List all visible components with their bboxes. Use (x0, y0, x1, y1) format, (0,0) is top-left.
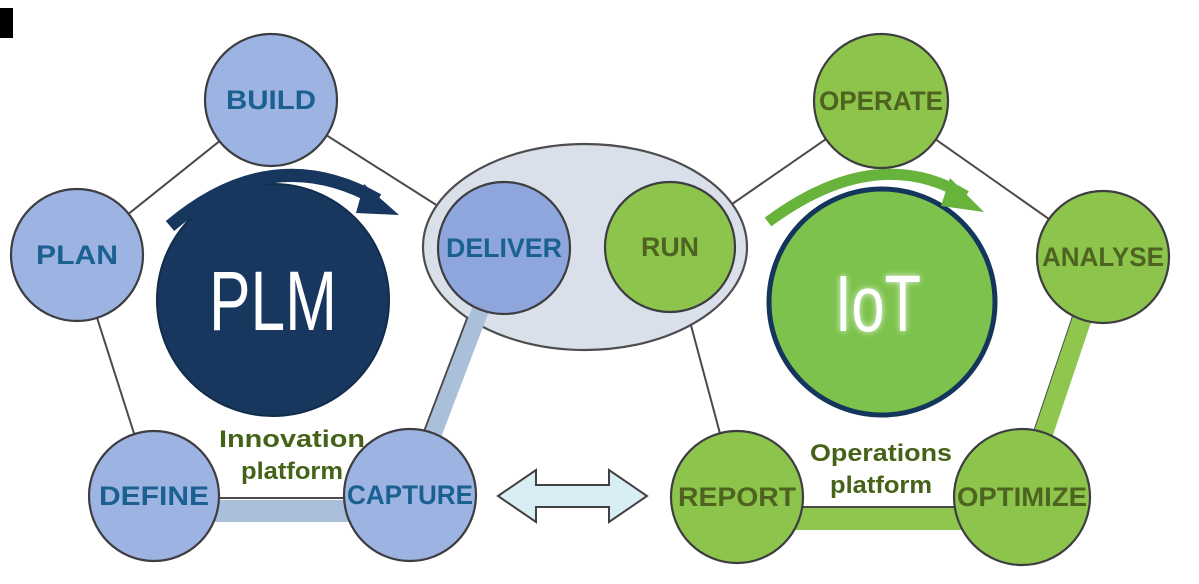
plm-cycle-arrowhead-icon (356, 184, 399, 215)
iot-cycle-arrowhead-icon (941, 178, 984, 212)
platform-captions: Innovation platform Operations platform (219, 426, 952, 499)
plm-pentagon: BUILD PLAN DEFINE CAPTURE DELIVER (9, 32, 572, 563)
node-plan-circle (9, 187, 145, 323)
node-plan-label: PLAN (36, 240, 118, 270)
plm-cycle-arrow (165, 168, 382, 231)
operations-platform-line2: platform (830, 472, 932, 499)
node-operate-label: OPERATE (819, 86, 943, 116)
node-deliver-circle (436, 180, 572, 316)
iot-pentagon: OPERATE RUN ANALYSE REPORT OPTIMIZE (603, 32, 1171, 567)
iot-hub-label-glow: IoT (835, 259, 921, 348)
innovation-platform-line2: platform (241, 458, 343, 485)
node-define-circle (87, 429, 221, 563)
node-capture-label: CAPTURE (347, 480, 473, 510)
node-deliver-label: DELIVER (446, 233, 562, 263)
node-report-circle (669, 429, 805, 565)
node-analyse-circle (1035, 189, 1171, 325)
bidirectional-arrow (496, 468, 649, 524)
node-build-circle (203, 32, 339, 168)
operations-platform-line1: Operations (810, 440, 952, 467)
node-analyse-label: ANALYSE (1042, 242, 1164, 272)
iot-hub-circle (766, 186, 998, 418)
node-run-circle (603, 180, 737, 314)
plm-hub-label: PLM (209, 254, 337, 348)
node-run-label: RUN (641, 232, 699, 262)
iot-cycle-arrow (764, 168, 969, 227)
node-report-label: REPORT (678, 482, 797, 512)
node-operate-circle (812, 32, 950, 170)
node-capture-circle (342, 427, 478, 563)
innovation-platform-line1: Innovation (219, 426, 365, 453)
corner-artifact (0, 8, 13, 38)
node-define-label: DEFINE (99, 481, 209, 511)
node-optimize-label: OPTIMIZE (957, 482, 1087, 512)
iot-hub-label: IoT (835, 259, 921, 348)
plm-hub-circle (156, 183, 390, 417)
node-build-label: BUILD (226, 85, 316, 115)
node-optimize-circle (952, 427, 1092, 567)
